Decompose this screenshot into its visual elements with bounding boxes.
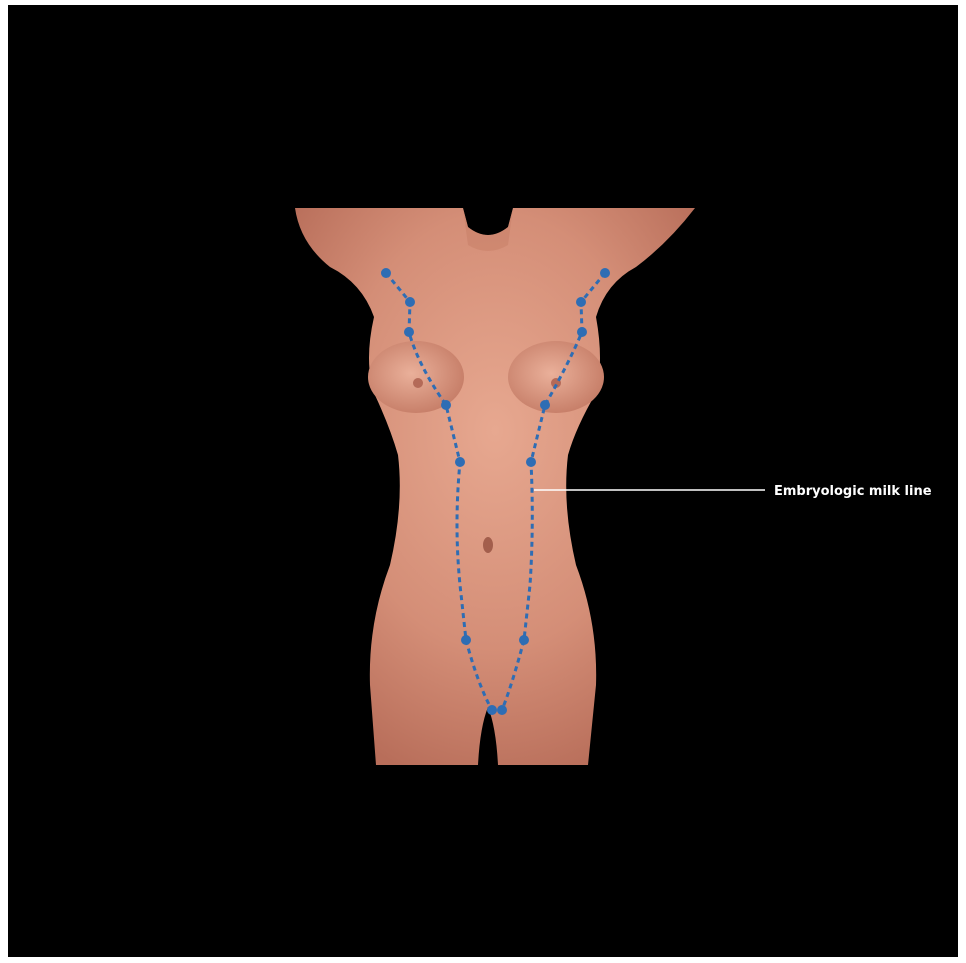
anatomy-illustration (8, 5, 958, 957)
milk-line-dot (519, 635, 529, 645)
milk-line-dot (576, 297, 586, 307)
milk-line-label: Embryologic milk line (774, 484, 932, 499)
navel (483, 537, 493, 553)
neck-shadow (463, 208, 513, 251)
milk-line-dot (487, 705, 497, 715)
female-torso (295, 208, 695, 765)
left-nipple (413, 378, 423, 388)
milk-line-dot (405, 297, 415, 307)
illustration-frame: Embryologic milk line (8, 5, 958, 957)
right-breast (508, 341, 604, 413)
milk-line-dot (497, 705, 507, 715)
milk-line-dot (455, 457, 465, 467)
milk-line-dot (404, 327, 414, 337)
milk-line-dot (540, 400, 550, 410)
milk-line-dot (441, 400, 451, 410)
milk-line-dot (600, 268, 610, 278)
milk-line-dot (526, 457, 536, 467)
milk-line-dot (577, 327, 587, 337)
milk-line-dot (381, 268, 391, 278)
milk-line-dot (461, 635, 471, 645)
